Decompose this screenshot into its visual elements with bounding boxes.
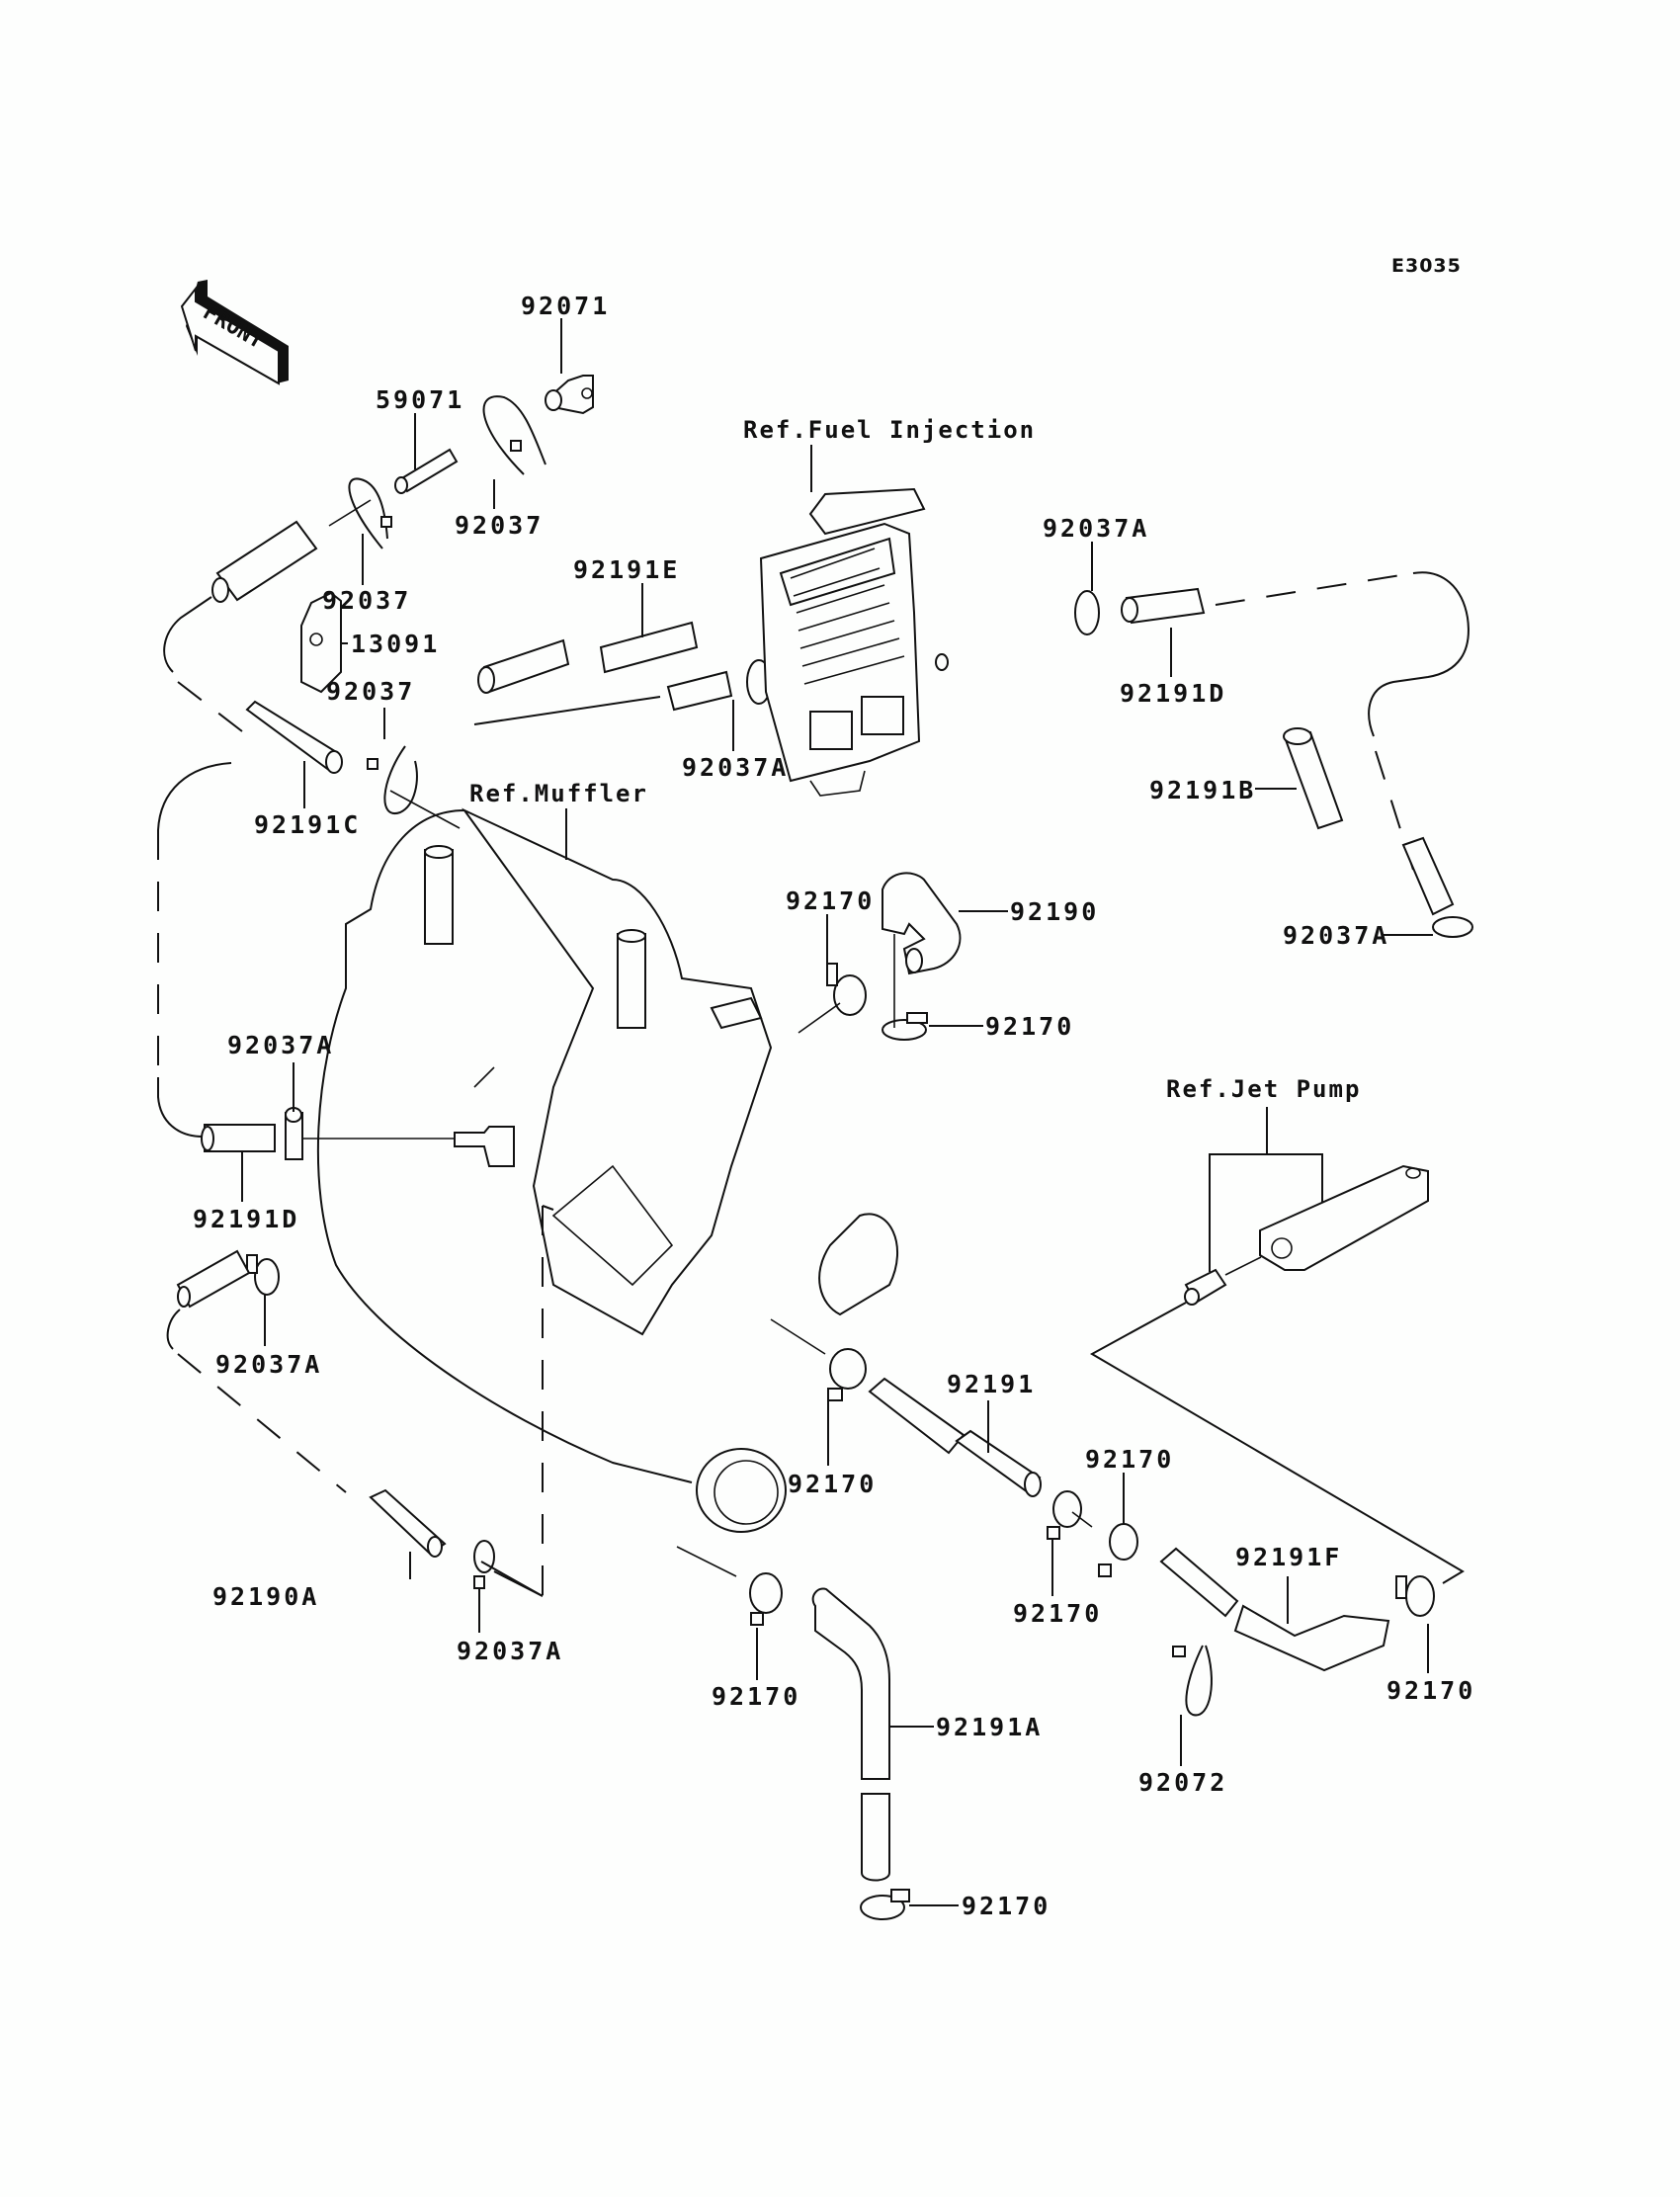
ecu-module[interactable] [759,487,949,797]
ref-jet-pump: Ref.Jet Pump [1166,1075,1361,1103]
tie-head [367,758,378,770]
callout-label[interactable]: 13091 [351,630,440,658]
part-92037-tie[interactable] [348,477,388,549]
part-92191D-hose[interactable] [201,1124,276,1152]
callout-label[interactable]: 92037 [455,511,544,540]
callout-label[interactable]: 92071 [521,292,610,320]
part-92191F-hose[interactable] [1159,1547,1390,1672]
jet-pump-assembly[interactable] [1184,1164,1429,1306]
part-92191A-hose[interactable] [811,1587,890,1882]
part-92191B-hose[interactable] [1283,727,1344,830]
part-13091[interactable] [300,591,342,694]
part-92037-tie[interactable] [482,395,546,475]
callout-label[interactable]: 92170 [712,1682,800,1711]
ref-fuel-injection: Ref.Fuel Injection [743,416,1036,444]
callout-label[interactable]: 92170 [1386,1676,1475,1705]
part-92170-clamp[interactable] [882,1012,928,1041]
part-92037A-clamp[interactable] [1432,916,1473,938]
part-92071[interactable] [545,375,594,415]
part-92072-tie[interactable] [1185,1645,1213,1717]
tie-head [1172,1646,1186,1657]
hose-segment[interactable] [666,670,733,712]
callout-label[interactable]: 92170 [1013,1599,1102,1628]
part-92191-hose[interactable] [868,1377,1042,1497]
part-92170-clamp[interactable] [827,1348,867,1401]
hose-upper-left[interactable] [211,520,318,603]
part-92037-tie[interactable] [383,745,418,815]
callout-label[interactable]: 92037A [457,1637,563,1665]
callout-label[interactable]: 92170 [786,887,875,915]
callout-label[interactable]: 92191D [193,1205,299,1233]
part-92191D-hose[interactable] [1121,587,1206,625]
part-92037A-clamp[interactable] [1074,590,1100,635]
hose-segment[interactable] [1401,836,1455,916]
muffler-assembly[interactable] [316,807,898,1533]
callout-label[interactable]: 92037A [227,1031,334,1059]
callout-label[interactable]: 92191A [936,1713,1043,1741]
callout-label[interactable]: 92037A [682,753,789,782]
callout-labels: 92071 59071 92037 92037 92037A 92191D 92… [193,292,1475,1920]
callout-label[interactable]: 92037A [1283,921,1389,950]
fitting-elbow[interactable] [454,1126,515,1167]
callout-label[interactable]: 92191F [1235,1543,1342,1571]
part-92190-elbow[interactable] [882,872,962,975]
callout-label[interactable]: 92170 [985,1012,1074,1041]
callout-label[interactable]: 92170 [962,1892,1050,1920]
part-92170-clamp[interactable] [826,963,867,1016]
hose-segment[interactable] [176,1249,251,1309]
callout-label[interactable]: 92191C [254,810,361,839]
callout-label[interactable]: 92190A [212,1582,319,1611]
part-92037A-clamp[interactable] [246,1254,280,1296]
part-92170-clamp[interactable] [1047,1490,1082,1540]
part-59071[interactable] [394,448,459,494]
part-92170-clamp[interactable] [860,1889,910,1920]
ref-muffler: Ref.Muffler [469,780,648,807]
part-92191C[interactable] [245,700,343,774]
callout-label[interactable]: 92191B [1149,776,1256,804]
part-92170-clamp[interactable] [1098,1523,1138,1577]
callout-label[interactable]: 92170 [788,1470,877,1498]
part-92037A-clamp[interactable] [473,1540,495,1589]
part-92170-clamp[interactable] [749,1572,783,1626]
diagram-code: E3035 [1391,255,1462,277]
callout-label[interactable]: 92037 [326,677,415,706]
callout-label[interactable]: 92037 [322,586,411,615]
callout-label[interactable]: 92037A [1043,514,1149,543]
callout-label[interactable]: 92170 [1085,1445,1174,1474]
part-92191E-hose[interactable] [477,621,699,694]
part-92037A-clamp[interactable] [285,1107,303,1160]
leader-lines [241,318,1433,1906]
front-arrow-icon: FRONT [180,280,289,385]
part-92170-clamp[interactable] [1395,1575,1435,1617]
callout-label[interactable]: 92190 [1010,897,1099,926]
tie-head [510,440,522,452]
tie-head [380,516,392,528]
callout-label[interactable]: 92191 [947,1370,1036,1398]
callout-label[interactable]: 92037A [215,1350,322,1379]
callout-label[interactable]: 59071 [376,385,464,414]
part-92190A-hose[interactable] [369,1488,447,1558]
callout-label[interactable]: 92072 [1138,1768,1227,1797]
callout-label[interactable]: 92191E [573,555,680,584]
callout-label[interactable]: 92191D [1120,679,1226,708]
